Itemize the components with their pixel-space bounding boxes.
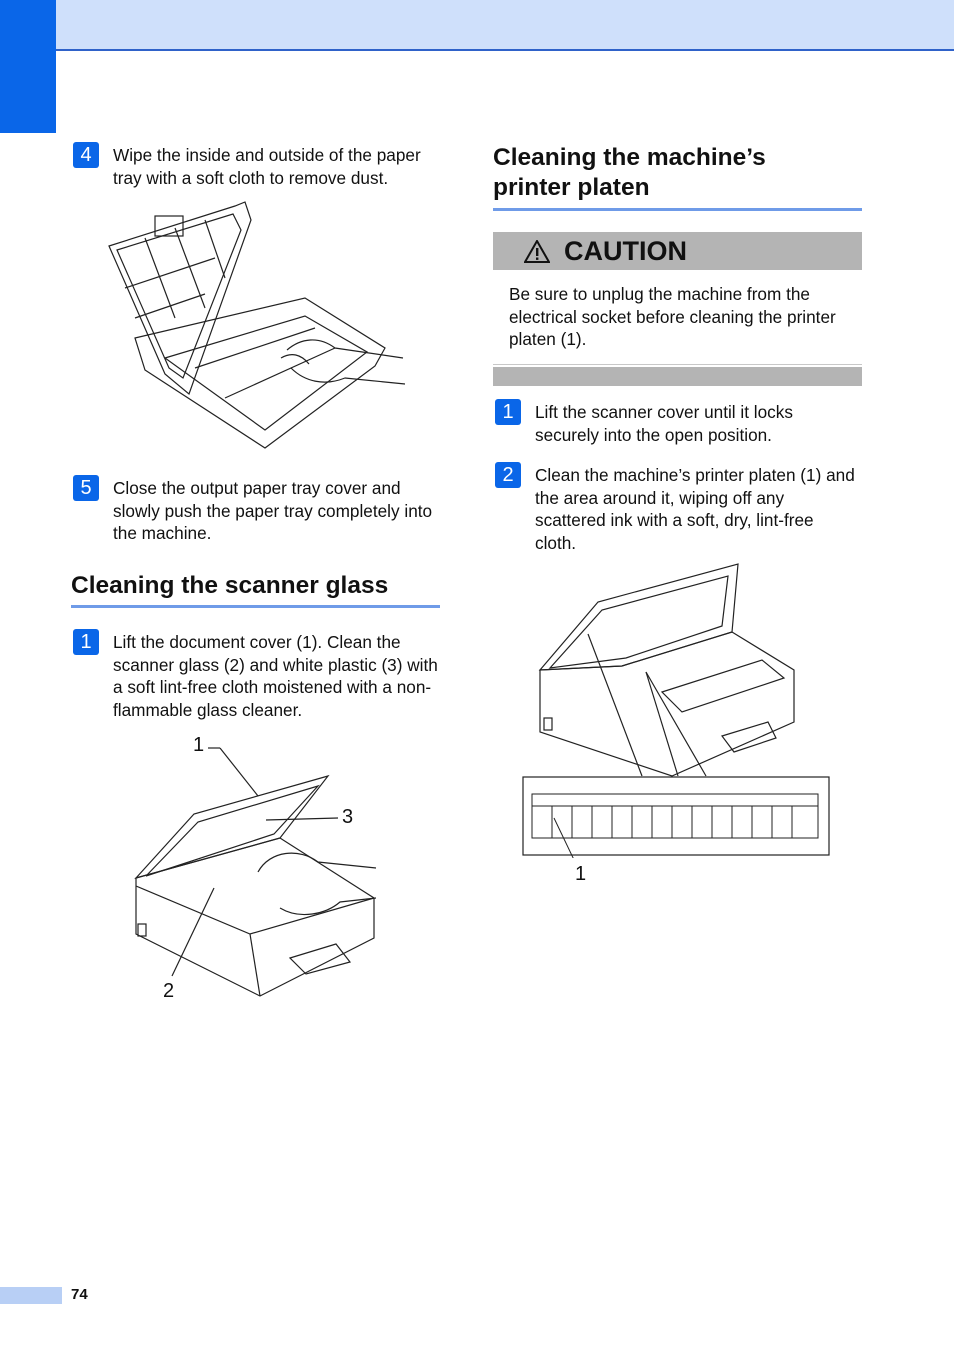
step-badge-4: 4	[73, 142, 99, 168]
scanner-callout-2: 2	[163, 980, 175, 1002]
platen-step2-text: Clean the machine’s printer platen (1) a…	[535, 465, 855, 553]
caution-bar	[493, 232, 862, 270]
scanner-heading-rule	[71, 605, 440, 608]
scanner-glass-illustration	[134, 747, 377, 997]
chapter-tab	[0, 0, 56, 133]
caution-divider	[493, 364, 862, 365]
platen-callout-1: 1	[575, 863, 587, 885]
step-badge-5: 5	[73, 475, 99, 501]
scanner-section-heading: Cleaning the scanner glass	[71, 572, 389, 599]
platen-heading-line2: printer platen	[493, 174, 650, 201]
printer-platen-illustration	[522, 563, 830, 858]
platen-step1-text: Lift the scanner cover until it locks se…	[535, 402, 793, 445]
platen-heading-line1: Cleaning the machine’s	[493, 144, 766, 171]
header-band	[0, 0, 954, 51]
scanner-callout-3: 3	[342, 806, 354, 828]
step5-text: Close the output paper tray cover and sl…	[113, 478, 433, 543]
scanner-callout-1: 1	[193, 734, 205, 756]
footer-tab	[0, 1287, 62, 1304]
platen-heading-rule	[493, 208, 862, 211]
caution-title: CAUTION	[564, 236, 687, 266]
platen-step-badge-2: 2	[495, 462, 521, 488]
caution-footer-bar	[493, 367, 862, 386]
step4-text: Wipe the inside and outside of the paper…	[113, 145, 421, 188]
paper-tray-illustration	[108, 201, 406, 449]
warning-triangle-icon	[524, 240, 550, 263]
page-number: 74	[71, 1286, 88, 1303]
caution-text: Be sure to unplug the machine from the e…	[509, 284, 836, 349]
platen-step-badge-1: 1	[495, 399, 521, 425]
scanner-step1-text: Lift the document cover (1). Clean the s…	[113, 632, 438, 720]
scanner-step-badge-1: 1	[73, 629, 99, 655]
